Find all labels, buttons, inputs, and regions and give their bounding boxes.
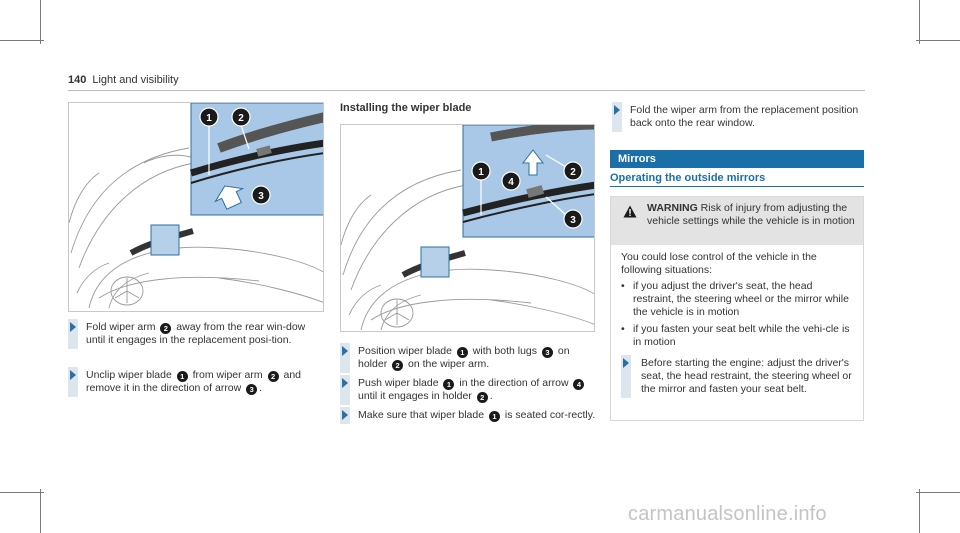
crop-mark [0, 492, 44, 493]
callout-badge: 3 [246, 384, 258, 395]
crop-mark [0, 40, 44, 41]
svg-text:3: 3 [570, 215, 576, 226]
callout-badge: 4 [573, 379, 585, 390]
detail-highlight [420, 246, 450, 278]
svg-text:2: 2 [238, 113, 244, 124]
callout-2: 2 [563, 161, 583, 181]
warning-bullet: if you fasten your seat belt while the v… [621, 323, 851, 349]
page-header: 140 Light and visibility [68, 74, 179, 86]
warning-text: WARNING Risk of injury from adjusting th… [647, 202, 859, 228]
callout-badge: 1 [456, 347, 468, 358]
car-rear-illustration: 1 4 2 3 [341, 125, 594, 331]
callout-4: 4 [501, 171, 521, 191]
step-unclip-wiper-blade: Unclip wiper blade 1 from wiper arm 2 an… [68, 367, 324, 397]
step-arrow-icon [614, 105, 620, 115]
crop-mark [916, 40, 960, 41]
warning-message: Risk of injury from adjusting the vehicl… [647, 202, 855, 227]
crop-mark [919, 489, 920, 533]
callout-badge: 2 [267, 371, 279, 382]
warning-bullet: if you adjust the driver's seat, the hea… [621, 280, 851, 319]
step-arrow-icon [342, 378, 348, 388]
section-name: Light and visibility [92, 74, 179, 86]
detail-highlight [150, 224, 180, 256]
svg-text:3: 3 [258, 191, 264, 202]
step-position-wiper-blade: Position wiper blade 1 with both lugs 3 … [340, 343, 596, 373]
svg-text:1: 1 [206, 113, 212, 124]
warning-triangle-icon [623, 205, 637, 218]
step-check-wiper-blade: Make sure that wiper blade 1 is seated c… [340, 407, 596, 424]
car-rear-illustration: 1 2 3 [69, 103, 323, 309]
watermark: carmanualsonline.info [628, 503, 827, 525]
callout-badge: 1 [176, 371, 188, 382]
callout-badge: 1 [488, 411, 500, 422]
callout-1: 1 [471, 161, 491, 181]
step-fold-wiper-arm: Fold wiper arm 2 away from the rear win-… [68, 319, 324, 349]
warning-body: You could lose control of the vehicle in… [621, 251, 817, 276]
warning-box: WARNING Risk of injury from adjusting th… [610, 196, 864, 421]
crop-mark [40, 0, 41, 44]
svg-text:1: 1 [478, 167, 484, 178]
step-fold-back-wiper-arm: Fold the wiper arm from the replacement … [612, 102, 864, 132]
callout-badge: 2 [476, 392, 488, 403]
step-push-wiper-blade: Push wiper blade 1 in the direction of a… [340, 375, 596, 405]
callout-2: 2 [231, 107, 251, 127]
svg-text:2: 2 [570, 167, 576, 178]
step-arrow-icon [70, 322, 76, 332]
section-title-installing: Installing the wiper blade [340, 102, 472, 114]
callout-badge: 2 [392, 360, 404, 371]
figure-install-wiper-blade: 1 4 2 3 [340, 124, 595, 332]
warning-step: Before starting the engine: adjust the d… [621, 355, 857, 398]
svg-text:4: 4 [508, 177, 514, 188]
sub-heading-divider [610, 186, 864, 187]
callout-1: 1 [199, 107, 219, 127]
warning-header: WARNING Risk of injury from adjusting th… [611, 197, 863, 245]
step-arrow-icon [623, 358, 629, 368]
step-arrow-icon [342, 346, 348, 356]
callout-badge: 2 [160, 323, 172, 334]
step-arrow-icon [342, 410, 348, 420]
callout-3: 3 [563, 209, 583, 229]
figure-remove-wiper-blade: 1 2 3 [68, 102, 324, 312]
crop-mark [916, 492, 960, 493]
warning-label: WARNING [647, 202, 698, 214]
callout-3: 3 [251, 185, 271, 205]
callout-badge: 3 [541, 347, 553, 358]
crop-mark [40, 489, 41, 533]
page-number: 140 [68, 74, 87, 86]
header-divider [68, 90, 865, 91]
step-arrow-icon [70, 370, 76, 380]
callout-badge: 1 [443, 379, 455, 390]
crop-mark [919, 0, 920, 44]
section-banner-mirrors: Mirrors [610, 150, 864, 168]
sub-heading-outside-mirrors: Operating the outside mirrors [610, 172, 766, 184]
